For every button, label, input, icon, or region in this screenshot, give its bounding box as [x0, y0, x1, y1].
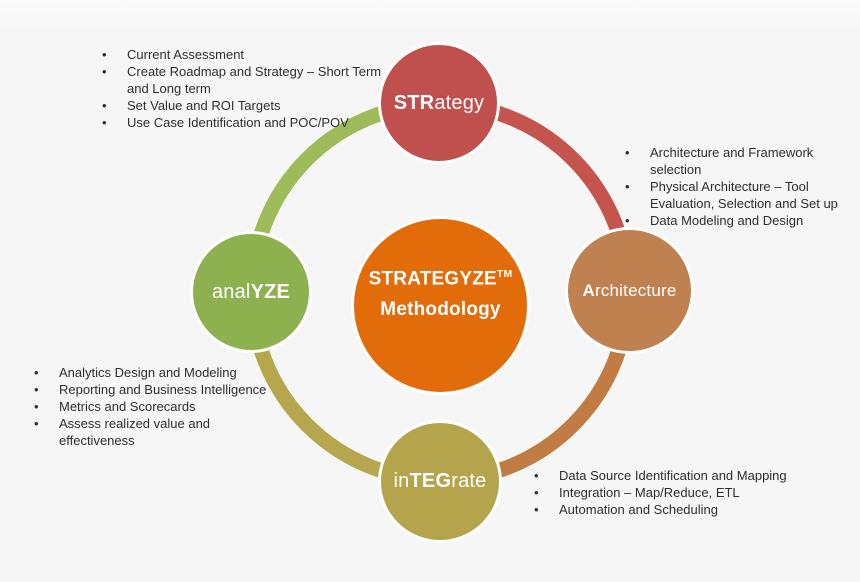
- node-analyze: analYZE: [190, 231, 312, 353]
- note-item: Automation and Scheduling: [532, 501, 787, 518]
- note-item: Use Case Identification and POC/POV: [100, 114, 381, 131]
- note-item: Current Assessment: [100, 46, 381, 63]
- integrate-notes-list: Data Source Identification and Mapping I…: [532, 467, 787, 518]
- note-item: Reporting and Business Intelligence: [32, 381, 266, 398]
- center-title: STRATEGYZE: [368, 268, 497, 290]
- node-analyze-label: analYZE: [211, 280, 291, 303]
- trademark-mark: TM: [496, 269, 513, 281]
- center-subtitle: Methodology: [380, 298, 501, 320]
- note-item: Assess realized value and effectiveness: [32, 415, 266, 449]
- note-item: Data Modeling and Design: [623, 212, 838, 229]
- note-item: Integration – Map/Reduce, ETL: [532, 484, 787, 501]
- note-item: Metrics and Scorecards: [32, 398, 266, 415]
- note-item: Analytics Design and Modeling: [32, 364, 266, 381]
- node-strategy: STRategy: [378, 42, 500, 164]
- strategy-notes-list: Current Assessment Create Roadmap and St…: [100, 46, 381, 131]
- node-integrate: inTEGrate: [378, 420, 502, 543]
- center-circle: STRATEGYZETM Methodology: [351, 216, 530, 395]
- note-item: Architecture and Framework selection: [623, 144, 838, 178]
- analyze-notes-list: Analytics Design and Modeling Reporting …: [32, 364, 266, 449]
- architecture-notes-list: Architecture and Framework selection Phy…: [623, 144, 838, 229]
- node-architecture: Architecture: [565, 227, 694, 354]
- node-integrate-label: inTEGrate: [393, 470, 487, 492]
- note-item: Set Value and ROI Targets: [100, 97, 381, 114]
- node-strategy-label: STRategy: [393, 91, 485, 114]
- note-item: Physical Architecture – Tool Evaluation,…: [623, 178, 838, 212]
- center-circle-label: STRATEGYZETM Methodology: [369, 260, 513, 324]
- note-item: Create Roadmap and Strategy – Short Term…: [100, 63, 381, 97]
- note-item: Data Source Identification and Mapping: [532, 467, 787, 484]
- node-architecture-label: Architecture: [582, 280, 677, 300]
